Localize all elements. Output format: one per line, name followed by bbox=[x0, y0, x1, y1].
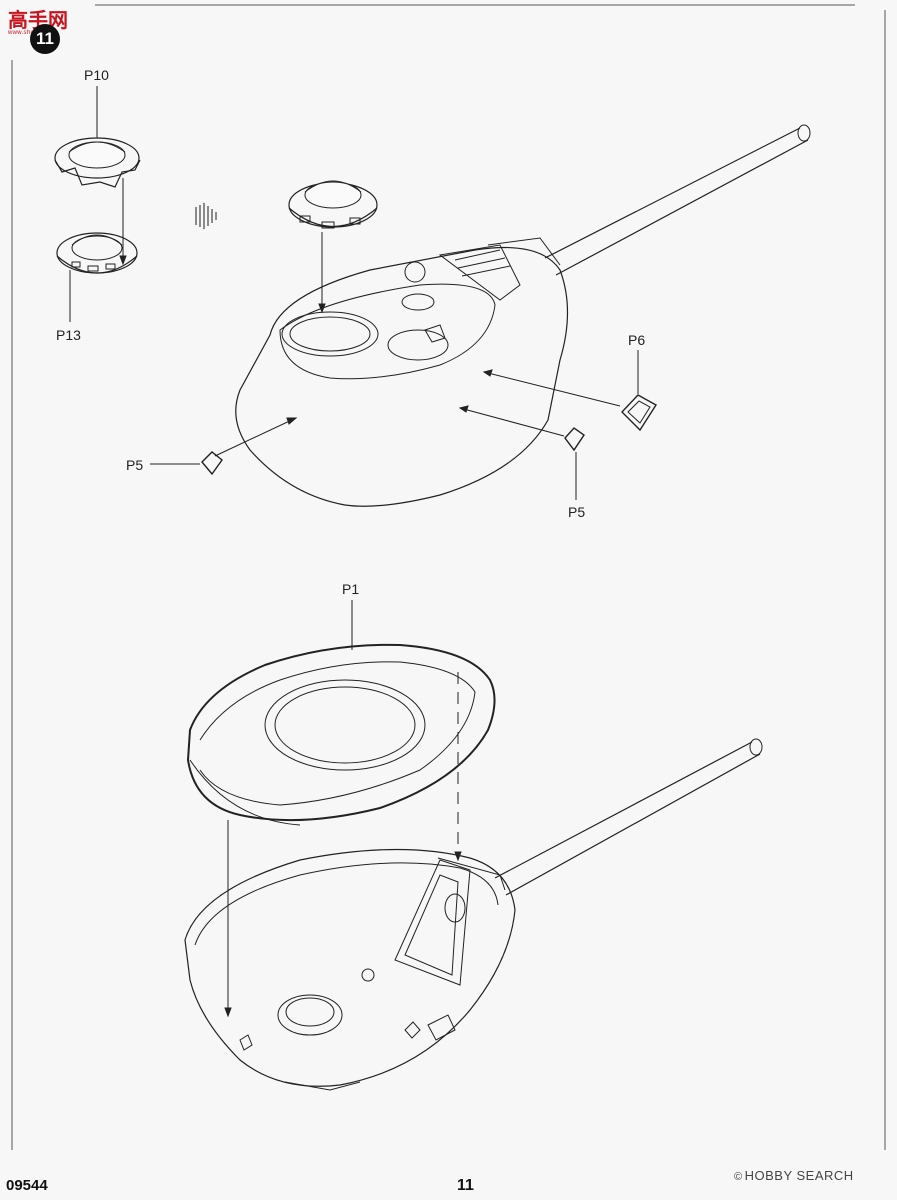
subassembly-arrow bbox=[195, 203, 217, 229]
part-p5-right-drawing bbox=[564, 427, 585, 452]
label-p6: P6 bbox=[628, 332, 645, 348]
page-number: 11 bbox=[457, 1177, 474, 1194]
label-p5-right: P5 bbox=[568, 504, 585, 520]
step-number-badge: 11 bbox=[30, 24, 60, 54]
product-code: 09544 bbox=[6, 1177, 48, 1194]
part-p1-drawing bbox=[186, 643, 496, 826]
watermark-text: HOBBY SEARCH bbox=[744, 1168, 854, 1183]
turret-hull-drawing bbox=[184, 738, 763, 1091]
watermark: ©HOBBY SEARCH bbox=[734, 1168, 854, 1183]
turret-drawing bbox=[235, 124, 811, 507]
label-p5-left: P5 bbox=[126, 457, 143, 473]
label-p13: P13 bbox=[56, 327, 81, 343]
cupola-assembled-drawing bbox=[288, 180, 378, 229]
label-p1: P1 bbox=[342, 581, 359, 597]
part-p6-drawing bbox=[621, 394, 657, 432]
part-p5-left-drawing bbox=[201, 451, 223, 476]
label-p10: P10 bbox=[84, 67, 109, 83]
watermark-symbol: © bbox=[734, 1171, 743, 1183]
part-p13-drawing bbox=[56, 232, 138, 274]
part-p10-drawing bbox=[54, 137, 141, 188]
